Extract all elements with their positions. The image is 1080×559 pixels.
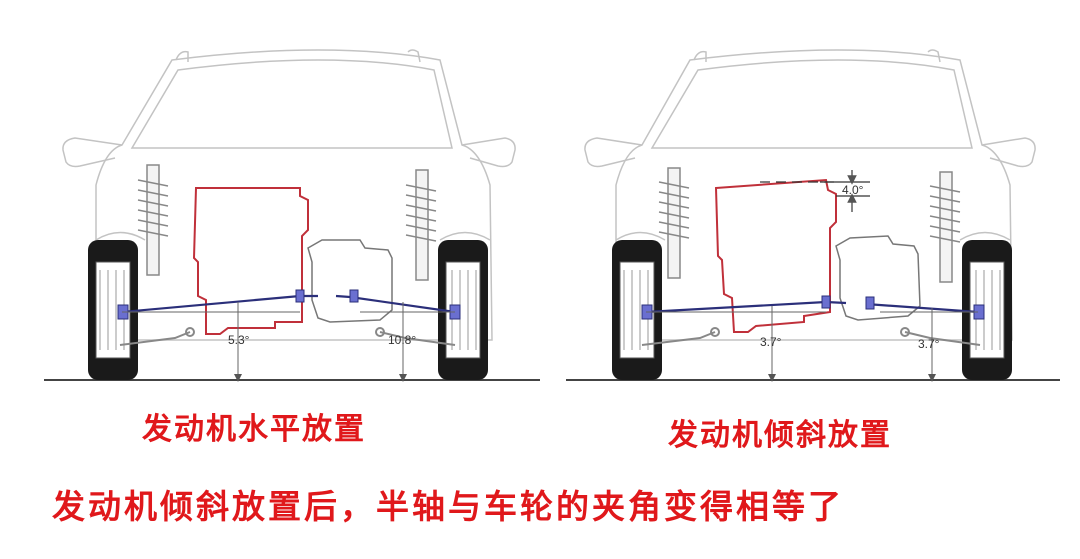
car-outline-right <box>584 49 1036 341</box>
transmission-right <box>835 235 921 321</box>
control-arms-right <box>641 327 981 346</box>
caption-engine-tilted: 发动机倾斜放置 <box>668 418 892 453</box>
strut-left-left <box>137 164 169 276</box>
engine-outline-left <box>192 187 309 335</box>
strut-right-right <box>929 171 961 283</box>
wheel-left-right <box>612 240 662 380</box>
angle-label-tilt: 4.0° <box>842 183 864 197</box>
angle-guides-right <box>646 306 978 382</box>
right-panel-diagram: 4.0° 3.7° 3.7° <box>566 49 1060 382</box>
angle-label-left-center: 5.3° <box>228 333 250 347</box>
angle-label-right-right: 3.7° <box>918 337 940 351</box>
engine-outline-right <box>714 178 837 333</box>
left-panel-diagram: 5.3° 10.8° <box>44 49 540 382</box>
tilt-indicator <box>760 170 870 212</box>
driveshafts-right <box>645 300 979 314</box>
control-arms-left <box>119 327 456 346</box>
strut-left-right <box>658 167 690 279</box>
angle-label-left-right: 10.8° <box>388 333 416 347</box>
angle-guides-left <box>122 302 455 382</box>
caption-engine-horizontal: 发动机水平放置 <box>142 412 366 447</box>
transmission-left <box>307 239 393 323</box>
strut-right-left <box>405 169 437 281</box>
caption-conclusion: 发动机倾斜放置后，半轴与车轮的夹角变得相等了 <box>52 487 844 526</box>
driveshafts-left <box>121 294 456 314</box>
wheel-right-right <box>962 240 1012 380</box>
car-outline-left <box>62 49 516 341</box>
wheel-left-left <box>88 240 138 380</box>
angle-label-right-center: 3.7° <box>760 335 782 349</box>
